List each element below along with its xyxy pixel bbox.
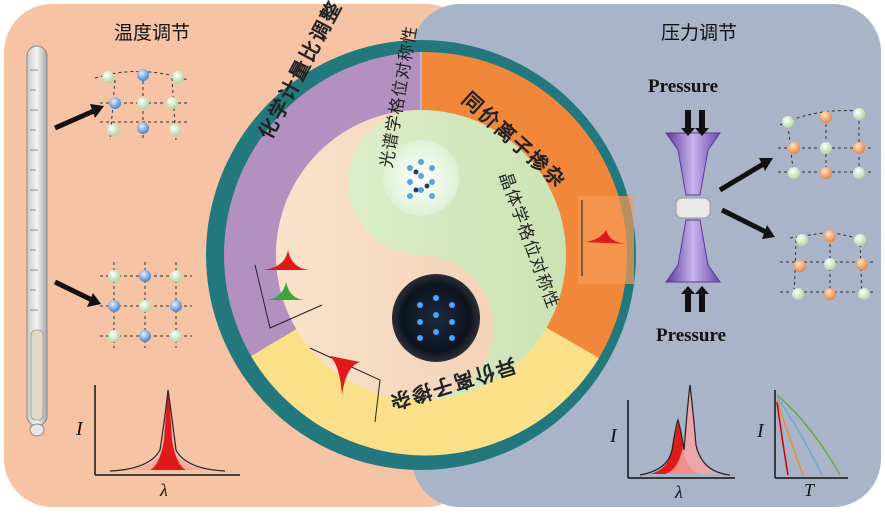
central-ring	[206, 40, 636, 470]
pressure-panel-title: 压力调节	[661, 22, 738, 44]
left-spectrum-plot	[94, 385, 240, 476]
lattice-pressure-bottom-diagram	[780, 230, 875, 301]
decay-y-label: I	[757, 420, 764, 442]
arrow-icon	[53, 104, 104, 131]
temperature-panel-title: 温度调节	[114, 22, 191, 44]
thermometer-icon	[26, 45, 48, 437]
arrow-icon	[53, 279, 101, 307]
inset-spectrum-orange	[578, 196, 634, 284]
lattice-distorted-diagram	[94, 69, 190, 141]
diamond-anvil-cell-icon	[665, 110, 721, 312]
inset-spectrum-yellow	[309, 347, 381, 423]
right-decay-plot	[774, 390, 848, 479]
lattice-pressure-top-diagram	[778, 108, 872, 179]
right-spectrum-x-label: λ	[675, 482, 683, 502]
lattice-regular-diagram	[100, 262, 192, 348]
decay-x-label: T	[804, 480, 815, 500]
inset-spectrum-purple	[254, 250, 323, 329]
arrow-icon	[720, 207, 775, 239]
left-spectrum-y-label: I	[76, 418, 83, 440]
arrow-icon	[718, 158, 773, 193]
left-spectrum-x-label: λ	[160, 480, 168, 500]
right-spectrum-y-label: I	[610, 425, 617, 447]
pressure-bottom-label: Pressure	[656, 325, 727, 346]
pressure-top-label: Pressure	[648, 76, 719, 97]
right-spectrum-plot	[627, 384, 735, 479]
